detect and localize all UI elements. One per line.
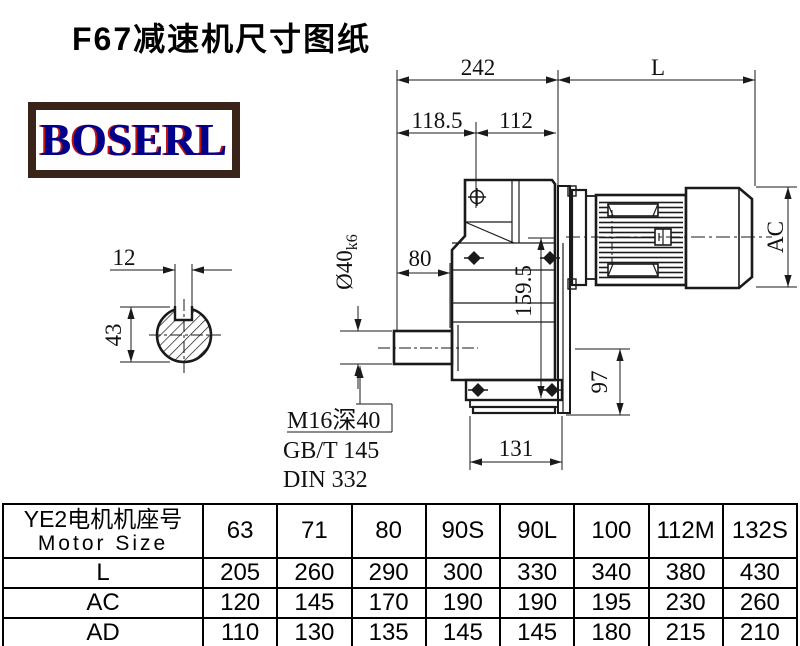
dimension-lines bbox=[287, 70, 797, 470]
cell-AC-100: 195 bbox=[573, 587, 650, 619]
dim-label-112: 112 bbox=[499, 108, 533, 133]
row-label-AD: AD bbox=[2, 617, 204, 646]
col-90S: 90S bbox=[424, 503, 502, 559]
table-row-AD: AD 110 130 135 145 145 180 215 210 bbox=[2, 617, 799, 646]
cell-AC-132S: 260 bbox=[721, 587, 799, 619]
dim-label-shaft-dia: Ø40k6 bbox=[332, 234, 361, 290]
dim-label-242: 242 bbox=[461, 55, 496, 80]
row-label-AC: AC bbox=[2, 587, 204, 619]
cell-AD-90L: 145 bbox=[498, 617, 576, 646]
cell-AD-63: 110 bbox=[201, 617, 279, 646]
note-din-standard: DIN 332 bbox=[283, 467, 368, 493]
col-112M: 112M bbox=[647, 503, 724, 559]
cell-AD-100: 180 bbox=[573, 617, 650, 646]
dim-label-159-5: 159.5 bbox=[511, 265, 536, 317]
shaft-section-view bbox=[110, 264, 232, 373]
page-title: F67减速机尺寸图纸 bbox=[72, 21, 372, 57]
cell-AC-112M: 230 bbox=[647, 587, 724, 619]
dimension-43 bbox=[120, 306, 170, 363]
header-motor-size-en: Motor Size bbox=[37, 532, 169, 556]
col-80: 80 bbox=[350, 503, 427, 559]
dim-label-80: 80 bbox=[409, 246, 432, 271]
dim-label-43: 43 bbox=[101, 324, 126, 347]
cell-L-90L: 330 bbox=[498, 557, 576, 589]
table-row-L: L 205 260 290 300 330 340 380 430 bbox=[2, 557, 799, 589]
cell-AD-90S: 145 bbox=[424, 617, 502, 646]
dimension-12 bbox=[110, 264, 232, 312]
cell-AC-90S: 190 bbox=[424, 587, 502, 619]
note-gb-standard: GB/T 145 bbox=[283, 438, 379, 464]
cell-AC-71: 145 bbox=[276, 587, 353, 619]
col-132S: 132S bbox=[721, 503, 799, 559]
header-motor-size-cn: YE2电机机座号 bbox=[23, 505, 183, 532]
gearbox-outline bbox=[378, 178, 571, 415]
cell-AC-90L: 190 bbox=[498, 587, 576, 619]
col-90L: 90L bbox=[498, 503, 576, 559]
table-header-row: YE2电机机座号 Motor Size 63 71 80 90S 90L 100… bbox=[2, 503, 799, 559]
motor-size-table: YE2电机机座号 Motor Size 63 71 80 90S 90L 100… bbox=[2, 503, 799, 646]
dim-label-L: L bbox=[651, 55, 665, 80]
cell-L-71: 260 bbox=[276, 557, 353, 589]
dim-label-12: 12 bbox=[113, 245, 136, 270]
col-71: 71 bbox=[276, 503, 353, 559]
row-label-L: L bbox=[2, 557, 204, 589]
dim-label-131: 131 bbox=[499, 436, 534, 461]
cell-L-112M: 380 bbox=[647, 557, 724, 589]
header-motor-size: YE2电机机座号 Motor Size bbox=[2, 503, 204, 559]
table-row-AC: AC 120 145 170 190 190 195 230 260 bbox=[2, 587, 799, 619]
col-100: 100 bbox=[573, 503, 650, 559]
note-tap-hole: M16深40 bbox=[287, 407, 380, 434]
cell-L-80: 290 bbox=[350, 557, 427, 589]
dim-label-AC: AC bbox=[763, 221, 788, 253]
bolt-hole-icon bbox=[464, 188, 562, 397]
cell-L-132S: 430 bbox=[721, 557, 799, 589]
cell-AD-80: 135 bbox=[350, 617, 427, 646]
cell-AD-112M: 215 bbox=[647, 617, 724, 646]
boserl-logo: BOSERL bbox=[28, 102, 240, 178]
cell-AC-63: 120 bbox=[201, 587, 279, 619]
motor-outline bbox=[566, 185, 772, 290]
cell-AD-71: 130 bbox=[276, 617, 353, 646]
boserl-logo-text: BOSERL bbox=[40, 114, 228, 165]
cell-L-63: 205 bbox=[201, 557, 279, 589]
cell-L-100: 340 bbox=[573, 557, 650, 589]
cell-AD-132S: 210 bbox=[721, 617, 799, 646]
col-63: 63 bbox=[201, 503, 279, 559]
dim-label-97: 97 bbox=[587, 371, 612, 394]
cell-AC-80: 170 bbox=[350, 587, 427, 619]
dim-label-118-5: 118.5 bbox=[412, 108, 463, 133]
cell-L-90S: 300 bbox=[424, 557, 502, 589]
